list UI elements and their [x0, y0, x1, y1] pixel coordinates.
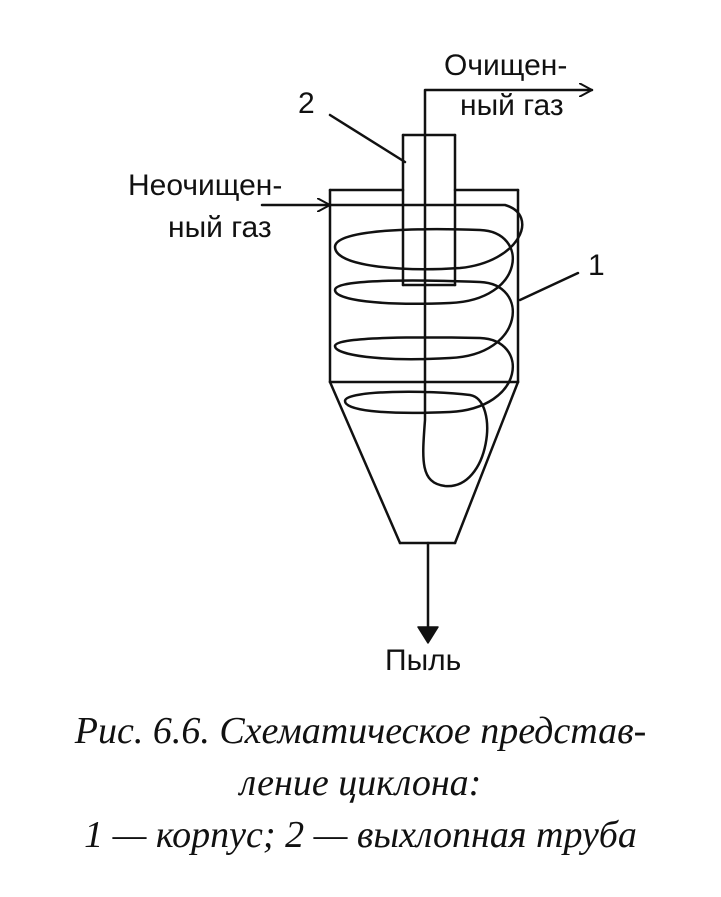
dirty-gas-label-line2: ный газ [168, 211, 272, 244]
exhaust-pipe [401, 133, 457, 287]
caption-line-2: ление циклона: [239, 762, 482, 804]
clean-gas-label-line2: ный газ [460, 89, 564, 122]
figure-caption: Рис. 6.6. Схематическое представ- ление … [0, 705, 721, 861]
dirty-gas-label-line1: Неочищен- [128, 169, 283, 202]
callout-2-leader [328, 113, 407, 164]
gas-spiral [328, 90, 594, 488]
callout-1-leader [518, 271, 580, 302]
clean-gas-label-line1: Очищен- [444, 49, 568, 82]
callout-2-label: 2 [298, 87, 315, 120]
caption-line-3: 1 — корпус; 2 — выхлопная труба [84, 814, 637, 856]
dust-arrow-head [417, 626, 439, 644]
caption-line-1: Рис. 6.6. Схематическое представ- [74, 710, 647, 752]
callout-1-label: 1 [588, 249, 605, 282]
dust-label: Пыль [385, 644, 462, 677]
cyclone-diagram [260, 0, 594, 644]
